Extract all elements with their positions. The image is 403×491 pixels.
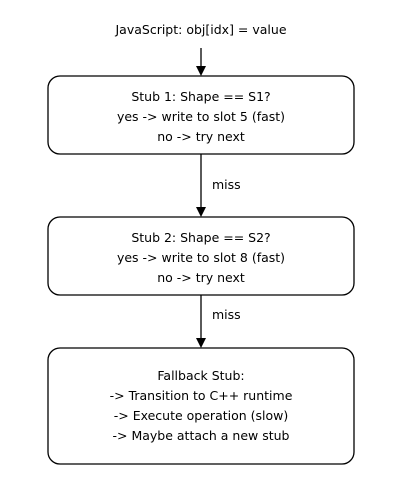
edge-header-to-stub-1 — [196, 48, 206, 76]
node-line: -> Execute operation (slow) — [114, 408, 289, 423]
header-text: JavaScript: obj[idx] = value — [114, 22, 286, 37]
node-line: no -> try next — [157, 129, 245, 144]
edge-label-miss: miss — [212, 307, 241, 322]
node-line: yes -> write to slot 8 (fast) — [117, 250, 285, 265]
node-line: no -> try next — [157, 270, 245, 285]
node-line: yes -> write to slot 5 (fast) — [117, 109, 285, 124]
arrow-head — [196, 66, 206, 76]
node-line: Stub 1: Shape == S1? — [131, 89, 270, 104]
node-line: -> Maybe attach a new stub — [112, 428, 289, 443]
node-line: Fallback Stub: — [157, 368, 244, 383]
node-line: Stub 2: Shape == S2? — [131, 230, 270, 245]
node-box — [47, 347, 355, 465]
edge-stub-1-to-stub-2: miss — [196, 154, 241, 217]
edge-stub-2-to-fallback: miss — [196, 295, 241, 348]
node-fallback-stub: Fallback Stub: -> Transition to C++ runt… — [47, 347, 355, 465]
node-stub-2: Stub 2: Shape == S2? yes -> write to slo… — [47, 216, 355, 296]
node-line: -> Transition to C++ runtime — [110, 388, 293, 403]
arrow-head — [196, 338, 206, 348]
edge-label-miss: miss — [212, 177, 241, 192]
node-stub-1: Stub 1: Shape == S1? yes -> write to slo… — [47, 75, 355, 155]
arrow-head — [196, 207, 206, 217]
